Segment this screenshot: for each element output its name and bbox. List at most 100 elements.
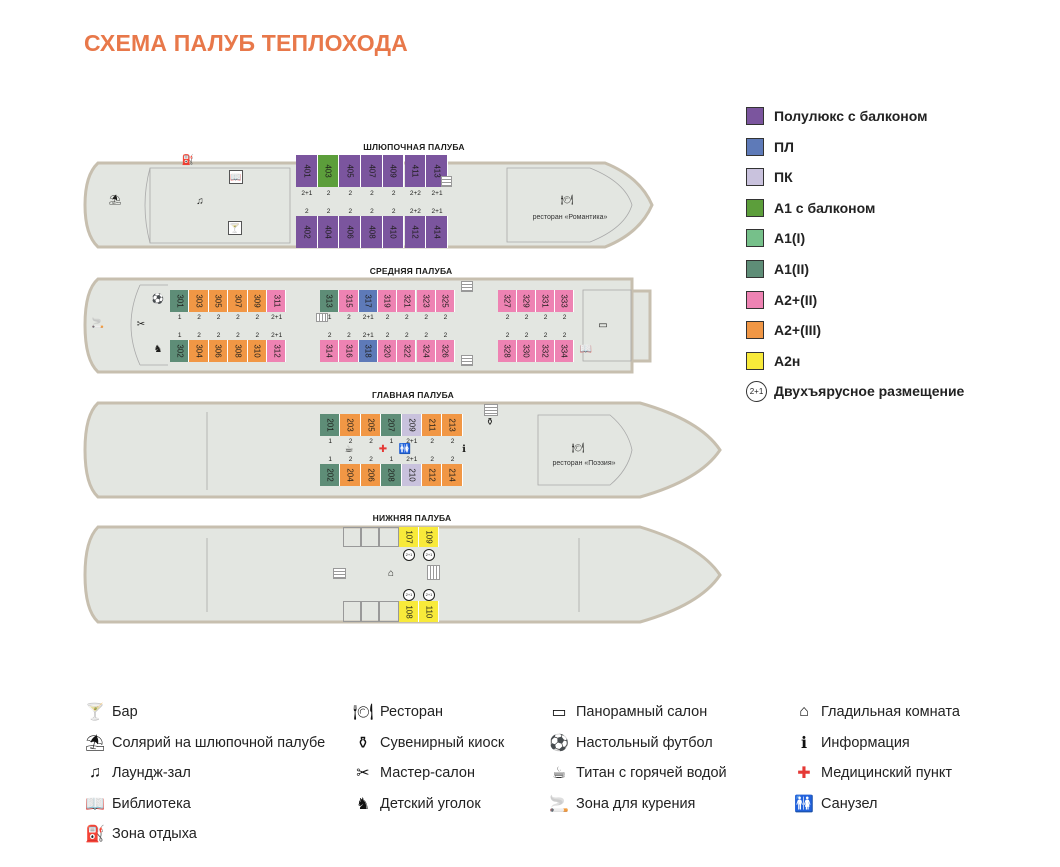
cabin-317[interactable]: 317: [358, 290, 378, 312]
cabin-322[interactable]: 322: [397, 340, 417, 362]
cabin-314[interactable]: 314: [320, 340, 340, 362]
cabin-407[interactable]: 407: [361, 155, 383, 187]
cabin-number: 312: [272, 344, 282, 358]
key-label: Медицинский пункт: [821, 765, 953, 781]
cabin-411[interactable]: 411: [404, 155, 427, 187]
cabin-412[interactable]: 412: [404, 216, 427, 248]
deck-label-middle: СРЕДНЯЯ ПАЛУБА: [369, 266, 453, 276]
cabin-334[interactable]: 334: [555, 340, 574, 362]
cabin-414[interactable]: 414: [426, 216, 448, 248]
cabin-327[interactable]: 327: [498, 290, 517, 312]
cabin-333[interactable]: 333: [555, 290, 574, 312]
cigarette-icon: 🚬: [549, 795, 569, 813]
cabin-206[interactable]: 206: [360, 464, 382, 486]
cabin-302[interactable]: 302: [170, 340, 190, 362]
cabin-325[interactable]: 325: [435, 290, 456, 312]
cabin-311[interactable]: 311: [267, 290, 287, 312]
key-item: ⚽Настольный футбол: [548, 732, 713, 754]
cabin-205[interactable]: 205: [360, 414, 382, 436]
key-label: Информация: [821, 734, 910, 751]
legend-swatch: [746, 351, 764, 370]
cabin-315[interactable]: 315: [339, 290, 359, 312]
cabin-316[interactable]: 316: [339, 340, 359, 362]
middle-deck-football-icon: ⚽: [151, 294, 165, 305]
cabin-berth-label: 2: [216, 332, 221, 339]
cabin-313[interactable]: 313: [320, 290, 340, 312]
cabin-number: 107: [404, 530, 414, 544]
cabin-323[interactable]: 323: [416, 290, 436, 312]
cabin-304[interactable]: 304: [189, 340, 209, 362]
cabin-203[interactable]: 203: [340, 414, 361, 436]
cabin-303[interactable]: 303: [189, 290, 209, 312]
cabin-213[interactable]: 213: [442, 414, 463, 436]
cabin-107[interactable]: 107: [399, 527, 419, 547]
key-label: Панорамный салон: [576, 704, 708, 720]
cabin-211[interactable]: 211: [422, 414, 443, 436]
cabin-328[interactable]: 328: [498, 340, 517, 362]
middle-deck-stairs-right: [461, 281, 473, 292]
cabin-berth-label: 2: [505, 314, 510, 321]
cabin-403[interactable]: 403: [317, 155, 340, 187]
cabin-number: 406: [345, 225, 355, 239]
cabin-321[interactable]: 321: [397, 290, 417, 312]
cabin-402[interactable]: 402: [296, 216, 318, 248]
cabin-404[interactable]: 404: [317, 216, 340, 248]
main-deck-restaurant-zone: [537, 414, 633, 486]
cabin-berth-label: 1: [328, 456, 332, 463]
cabin-309[interactable]: 309: [247, 290, 267, 312]
cabin-324[interactable]: 324: [416, 340, 436, 362]
cabin-307[interactable]: 307: [228, 290, 248, 312]
middle-deck-stairs-left: [316, 313, 328, 322]
cabin-330[interactable]: 330: [517, 340, 536, 362]
cabin-301[interactable]: 301: [170, 290, 190, 312]
cabin-208[interactable]: 208: [381, 464, 402, 486]
key-item: ✚Медицинский пункт: [793, 762, 952, 784]
cabin-318[interactable]: 318: [358, 340, 378, 362]
cabin-berth-label: 2+1: [403, 589, 415, 601]
cabin-207[interactable]: 207: [381, 414, 402, 436]
cabin-214[interactable]: 214: [442, 464, 463, 486]
cabin-320[interactable]: 320: [377, 340, 398, 362]
cabin-number: 212: [427, 468, 437, 482]
cabin-401[interactable]: 401: [296, 155, 318, 187]
cabin-209[interactable]: 209: [401, 414, 422, 436]
cabin-331[interactable]: 331: [536, 290, 555, 312]
cabin-number: 320: [383, 344, 393, 358]
cabin-berth-label: 2: [391, 208, 396, 215]
cabin-109[interactable]: 109: [419, 527, 439, 547]
cabin-number: 311: [272, 294, 282, 308]
cabin-406[interactable]: 406: [339, 216, 362, 248]
cabin-201[interactable]: 201: [320, 414, 341, 436]
cabin-326[interactable]: 326: [435, 340, 456, 362]
cabin-319[interactable]: 319: [377, 290, 398, 312]
cabin-number: 324: [421, 344, 431, 358]
restroom-icon: 🚻: [794, 795, 814, 813]
cabin-329[interactable]: 329: [517, 290, 536, 312]
cabin-204[interactable]: 204: [340, 464, 361, 486]
key-item: 🍽Ресторан: [352, 701, 443, 723]
cabin-212[interactable]: 212: [422, 464, 443, 486]
cabin-310[interactable]: 310: [247, 340, 267, 362]
cabin-110[interactable]: 110: [419, 601, 439, 622]
lower-deck-room-top-1: [343, 527, 361, 547]
cabin-308[interactable]: 308: [228, 340, 248, 362]
cabin-306[interactable]: 306: [208, 340, 229, 362]
cabin-202[interactable]: 202: [320, 464, 341, 486]
cabin-number: 204: [346, 468, 356, 482]
cabin-405[interactable]: 405: [339, 155, 362, 187]
cabin-409[interactable]: 409: [382, 155, 405, 187]
cabin-108[interactable]: 108: [399, 601, 419, 622]
boat-deck-bar-icon: 🍸: [228, 221, 242, 235]
cabin-305[interactable]: 305: [208, 290, 229, 312]
cabin-312[interactable]: 312: [267, 340, 287, 362]
cabin-number: 334: [559, 344, 569, 358]
legend-label: А1(I): [774, 230, 806, 247]
cabin-number: 408: [367, 225, 377, 239]
main-deck-restroom-icon: 🚻: [398, 444, 412, 455]
cabin-408[interactable]: 408: [361, 216, 383, 248]
legend-item: ПЛ: [746, 137, 794, 157]
cabin-210[interactable]: 210: [401, 464, 422, 486]
cabin-332[interactable]: 332: [536, 340, 555, 362]
cabin-410[interactable]: 410: [382, 216, 405, 248]
cabin-number: 407: [367, 164, 377, 178]
